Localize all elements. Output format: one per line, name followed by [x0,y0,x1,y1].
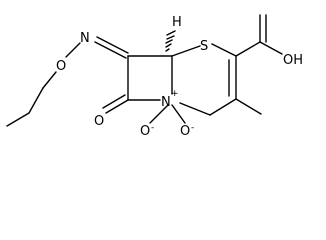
charge-o2-minus: - [191,123,194,133]
atom-n-imine: N [80,31,90,46]
molecule-structure: N O S OH O N + O - O - H [6,14,303,139]
n-oxide-bonds [149,104,186,124]
propyl-chain [6,71,57,127]
atom-s-ring: S [200,39,208,54]
atom-o-n-oxide-2: O [180,124,190,139]
thiazine-ring [171,43,237,116]
atom-o-n-oxide-1: O [140,124,150,139]
methyl-bond [235,98,262,115]
stereo-hash-bond [165,30,176,52]
beta-lactam-ring [102,55,173,114]
atom-o-ether: O [56,59,66,74]
atom-h-stereo: H [172,15,182,30]
charge-o1-minus: - [151,123,154,133]
carboxylic-acid-bonds [235,14,283,57]
atom-cooh-oh: OH [283,53,303,68]
atom-n-ring: N [161,95,171,110]
charge-n-plus: + [171,89,179,99]
oxime-bonds [65,36,129,59]
atom-o-lactam: O [94,114,104,129]
